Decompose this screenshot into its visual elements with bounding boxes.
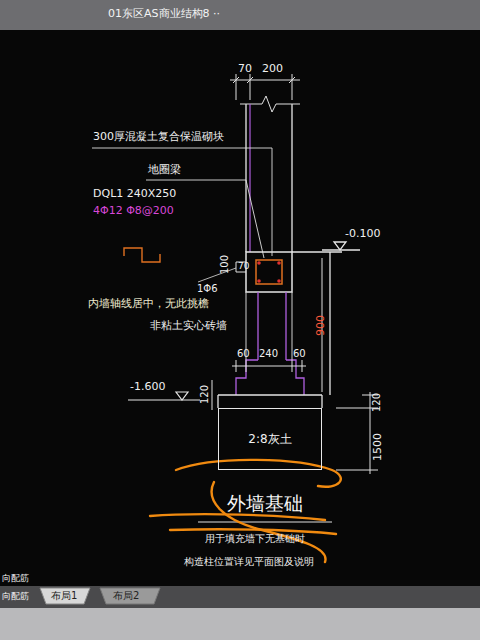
construction-note: 内墙轴线居中，无此挑檐: [88, 298, 209, 309]
dimension: 900: [315, 315, 326, 336]
cut-off-text: 向配筋: [2, 592, 29, 601]
dimension: 60: [237, 349, 250, 359]
cut-off-text: 向配筋: [2, 574, 29, 583]
dimension: 1500: [372, 433, 383, 461]
level-mark: -1.600: [130, 381, 165, 392]
material-note: 300厚混凝土复合保温砌块: [93, 131, 224, 142]
layout-tab: 布局1: [51, 591, 77, 601]
dimension: 120: [372, 393, 382, 412]
reinforcement-note: 4Φ12 Φ8@200: [93, 205, 174, 216]
member-name: 地圈梁: [148, 164, 181, 175]
dimension: 60: [293, 349, 306, 359]
dimension: 70: [238, 262, 249, 271]
usage-note: 用于填充墙下无基础时: [205, 534, 305, 544]
reinforcement-note: 1Φ6: [197, 284, 218, 294]
dimension: 100: [220, 255, 230, 274]
usage-note: 构造柱位置详见平面图及说明: [184, 557, 314, 567]
dimension: 120: [200, 385, 210, 404]
lime-soil-cushion: 2:8灰土: [218, 408, 322, 470]
material-note: 非粘土实心砖墙: [150, 320, 227, 331]
dimension: 70: [238, 63, 252, 74]
drawing-title: 外墙基础: [227, 494, 303, 513]
window-title: 01东区AS商业结构8 ··: [108, 8, 220, 19]
node-text: 2:8灰土: [248, 431, 291, 448]
dimension: 240: [259, 349, 278, 359]
level-mark: -0.100: [345, 228, 380, 239]
layout-tab: 布局2: [113, 591, 139, 601]
beam-size: DQL1 240X250: [93, 188, 176, 199]
dimension: 200: [262, 63, 283, 74]
